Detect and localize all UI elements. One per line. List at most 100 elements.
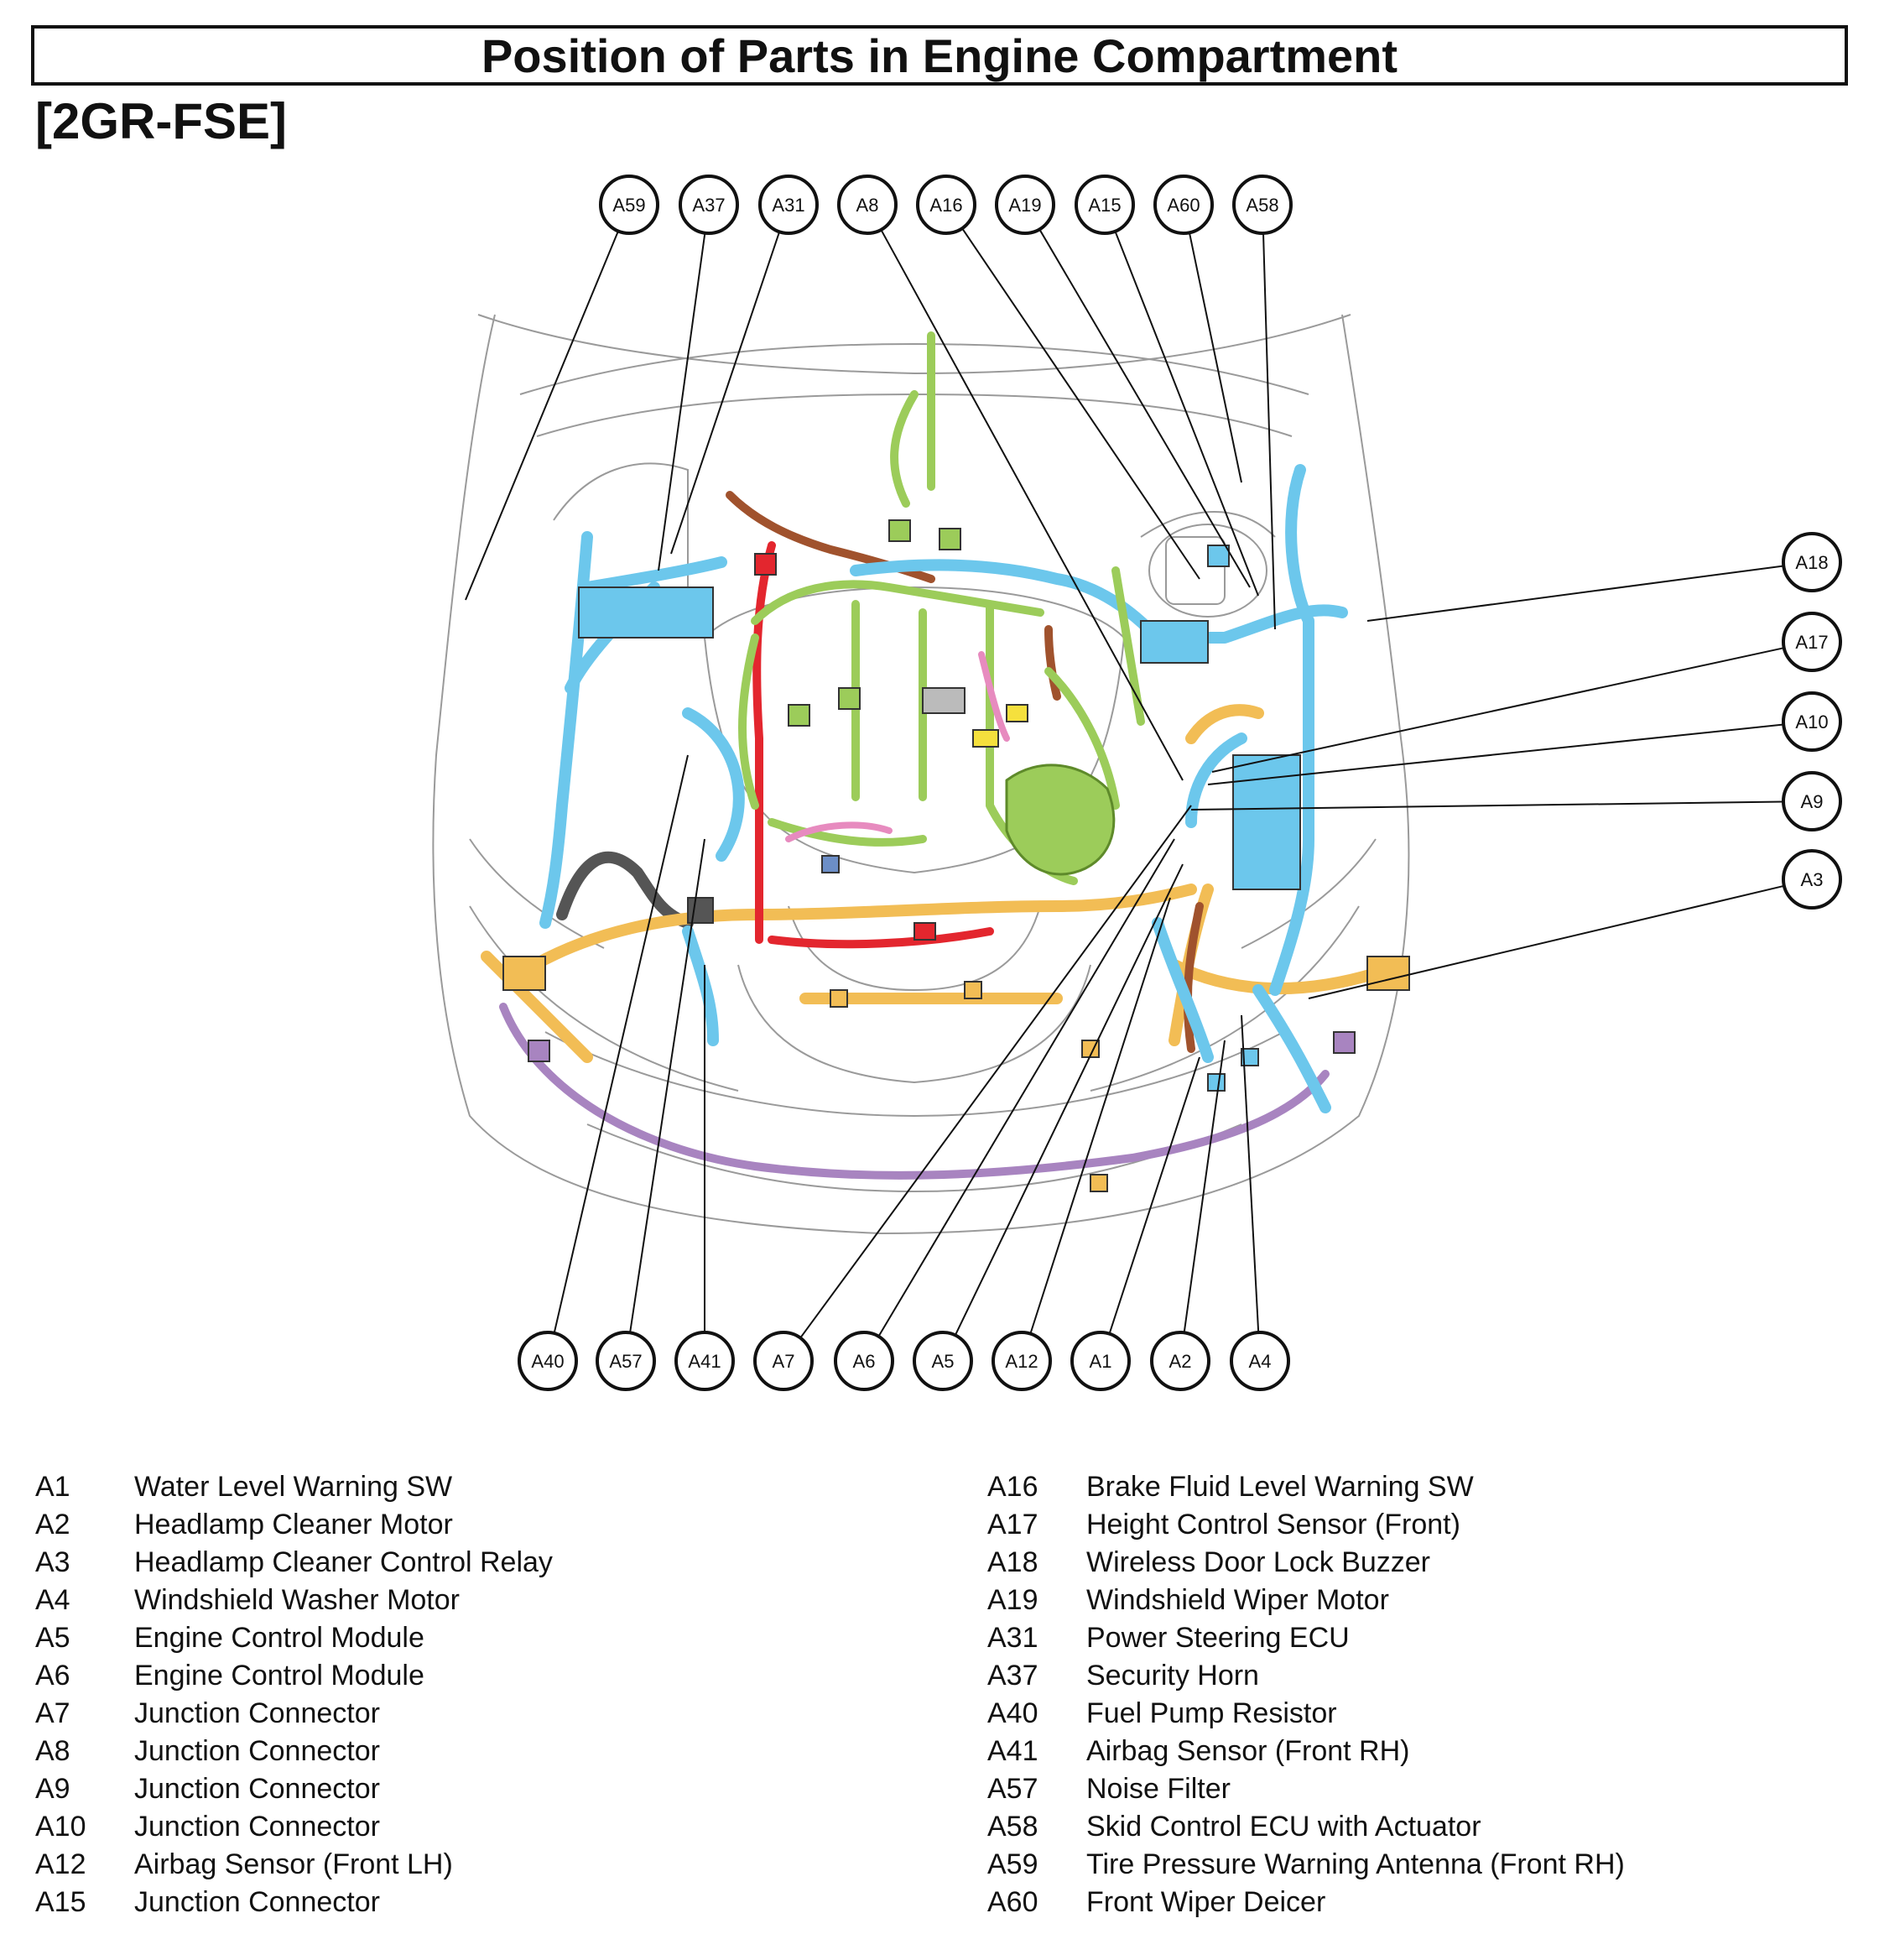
- callout-label: A3: [1801, 869, 1824, 890]
- callout-a17: A17: [1782, 612, 1842, 672]
- leader-line-a60: [1188, 232, 1242, 483]
- leader-line-a19: [1038, 228, 1251, 588]
- leader-line-a9: [1190, 800, 1784, 811]
- legend-code: A4: [35, 1584, 70, 1616]
- legend-code: A57: [987, 1773, 1038, 1805]
- callout-label: A15: [1088, 195, 1121, 216]
- callout-label: A40: [531, 1351, 564, 1372]
- leader-line-a4: [1241, 1014, 1260, 1333]
- legend-code: A5: [35, 1622, 70, 1654]
- callout-label: A59: [612, 195, 645, 216]
- legend-row: A19 Windshield Wiper Motor: [987, 1582, 1879, 1619]
- callout-a5: A5: [913, 1331, 973, 1391]
- callout-a16: A16: [916, 175, 976, 235]
- callout-circle: [1782, 532, 1842, 592]
- leader-line-a31: [670, 231, 781, 555]
- callout-label: A9: [1801, 791, 1824, 812]
- callout-a7: A7: [753, 1331, 814, 1391]
- callout-circle: [1782, 771, 1842, 831]
- legend-row: A8 Junction Connector: [35, 1733, 958, 1770]
- legend-part-name: Height Control Sensor (Front): [1086, 1509, 1460, 1540]
- legend-part-name: Junction Connector: [134, 1735, 380, 1767]
- legend-code: A15: [35, 1886, 86, 1918]
- callout-circle: [1070, 1331, 1131, 1391]
- legend-code: A19: [987, 1584, 1038, 1616]
- leader-line-a17: [1211, 647, 1784, 773]
- legend-part-name: Skid Control ECU with Actuator: [1086, 1811, 1481, 1843]
- legend-code: A7: [35, 1697, 70, 1729]
- callout-a12: A12: [992, 1331, 1052, 1391]
- leader-line-a3: [1308, 884, 1785, 999]
- legend-part-name: Brake Fluid Level Warning SW: [1086, 1471, 1474, 1503]
- legend-code: A60: [987, 1886, 1038, 1918]
- callout-label: A6: [853, 1351, 876, 1372]
- callout-circle: [913, 1331, 973, 1391]
- page-title: Position of Parts in Engine Compartment: [31, 25, 1848, 86]
- callout-a3: A3: [1782, 849, 1842, 910]
- legend-part-name: Engine Control Module: [134, 1660, 424, 1692]
- legend-part-name: Junction Connector: [134, 1811, 380, 1843]
- legend-code: A8: [35, 1735, 70, 1767]
- callout-label: A10: [1795, 712, 1828, 732]
- legend-row: A5 Engine Control Module: [35, 1619, 958, 1657]
- legend-part-name: Windshield Washer Motor: [134, 1584, 460, 1616]
- legend-row: A4 Windshield Washer Motor: [35, 1582, 958, 1619]
- callout-a58: A58: [1232, 175, 1293, 235]
- callout-label: A18: [1795, 552, 1828, 573]
- leader-line-a10: [1207, 723, 1784, 785]
- leader-line-a8: [880, 229, 1184, 781]
- leader-line-a18: [1366, 565, 1784, 622]
- callout-a57: A57: [596, 1331, 656, 1391]
- leader-line-a1: [1108, 1056, 1200, 1334]
- callout-label: A12: [1005, 1351, 1038, 1372]
- leader-line-a59: [465, 231, 619, 601]
- callout-label: A19: [1008, 195, 1041, 216]
- leader-line-a6: [877, 838, 1175, 1337]
- callout-label: A2: [1169, 1351, 1192, 1372]
- callout-a4: A4: [1230, 1331, 1290, 1391]
- leader-line-a37: [658, 232, 706, 571]
- callout-circle: [1075, 175, 1135, 235]
- callout-circle: [1232, 175, 1293, 235]
- legend-part-name: Engine Control Module: [134, 1622, 424, 1654]
- callout-a37: A37: [679, 175, 739, 235]
- leader-line-a12: [1029, 897, 1171, 1334]
- legend-part-name: Water Level Warning SW: [134, 1471, 453, 1503]
- callout-circle: [1150, 1331, 1210, 1391]
- legend-code: A18: [987, 1546, 1038, 1578]
- leader-line-a58: [1262, 232, 1276, 630]
- callout-circle: [834, 1331, 894, 1391]
- callout-circle: [992, 1331, 1052, 1391]
- callout-label: A5: [932, 1351, 955, 1372]
- leader-line-a57: [629, 838, 705, 1333]
- legend-code: A2: [35, 1509, 70, 1540]
- legend-code: A31: [987, 1622, 1038, 1654]
- callout-a9: A9: [1782, 771, 1842, 831]
- legend-part-name: Junction Connector: [134, 1697, 380, 1729]
- leader-line-a5: [954, 863, 1184, 1336]
- callout-circle: [753, 1331, 814, 1391]
- legend-part-name: Wireless Door Lock Buzzer: [1086, 1546, 1431, 1578]
- legend-part-name: Windshield Wiper Motor: [1086, 1584, 1389, 1616]
- legend-code: A37: [987, 1660, 1038, 1692]
- callout-label: A41: [688, 1351, 721, 1372]
- legend-code: A59: [987, 1848, 1038, 1880]
- callout-circle: [679, 175, 739, 235]
- callout-label: A8: [856, 195, 879, 216]
- callout-circle: [758, 175, 819, 235]
- callout-a2: A2: [1150, 1331, 1210, 1391]
- callout-label: A60: [1167, 195, 1200, 216]
- legend-row: A18 Wireless Door Lock Buzzer: [987, 1544, 1879, 1582]
- legend-part-name: Headlamp Cleaner Control Relay: [134, 1546, 553, 1578]
- callout-a31: A31: [758, 175, 819, 235]
- callout-circle: [837, 175, 898, 235]
- callout-a6: A6: [834, 1331, 894, 1391]
